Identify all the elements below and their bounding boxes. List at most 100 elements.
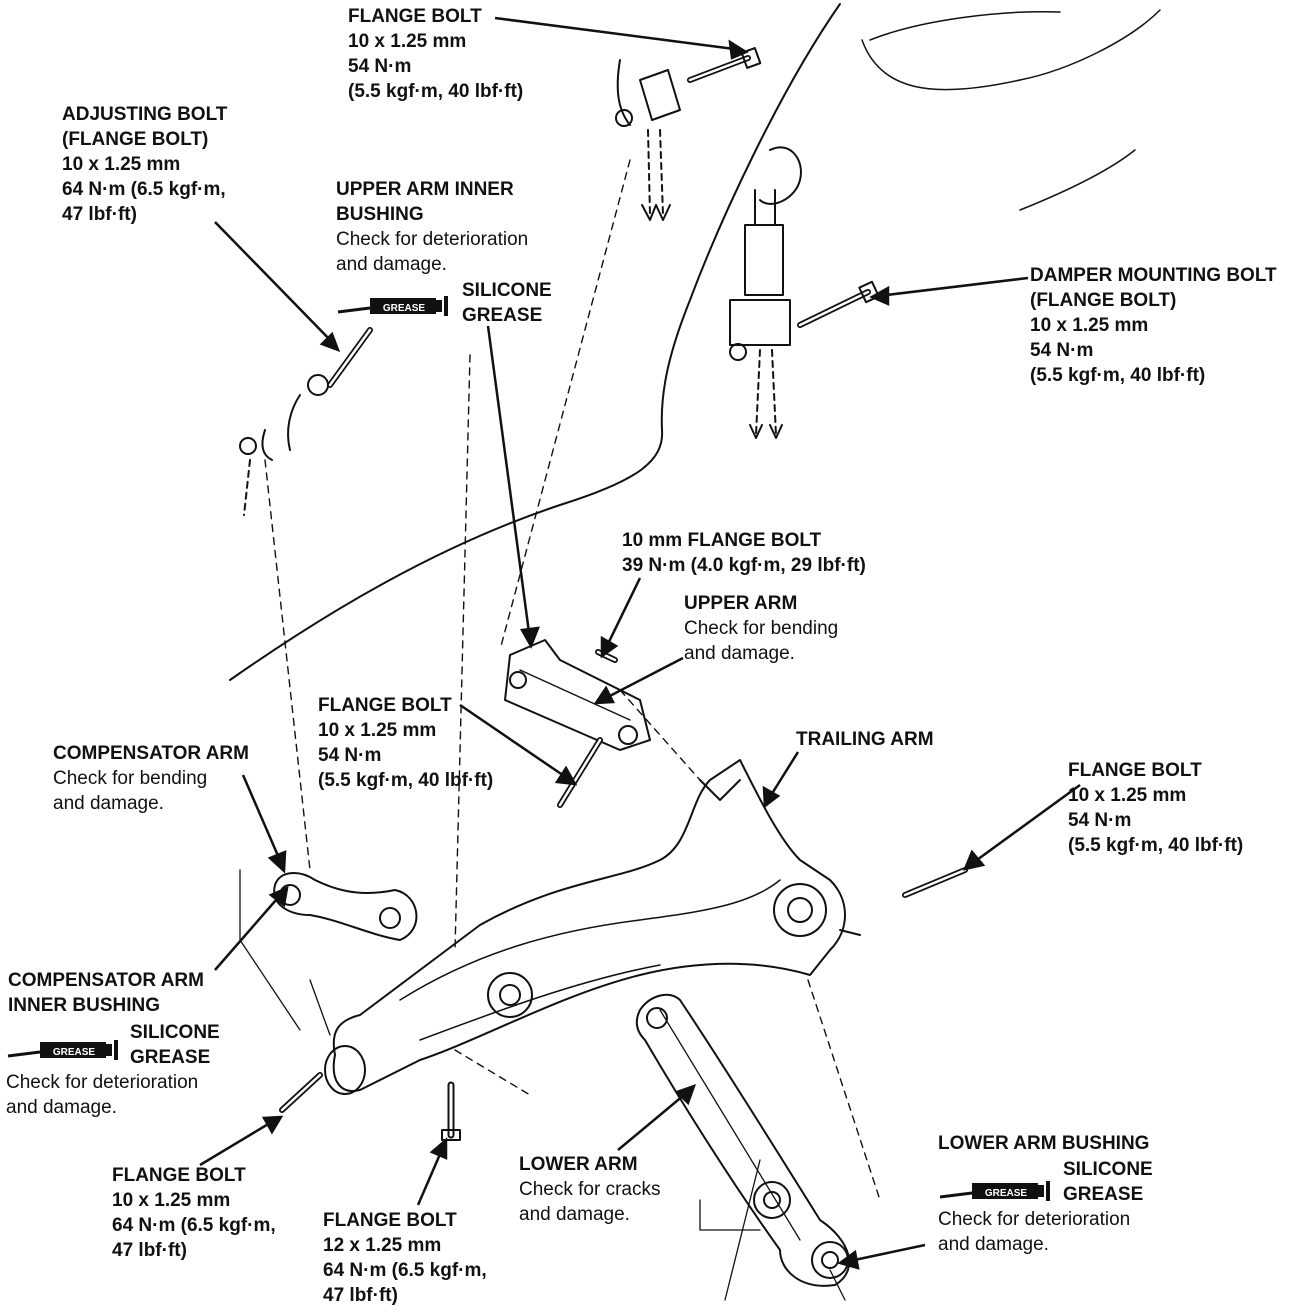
mid-flange-bolt-callout: FLANGE BOLT 10 x 1.25 mm 54 N·m (5.5 kgf… bbox=[318, 693, 493, 793]
right-flange-bolt-title: FLANGE BOLT bbox=[1068, 760, 1202, 781]
compensator-arm-title: COMPENSATOR ARM bbox=[53, 743, 249, 764]
adjusting-bolt-torque: 64 N·m (6.5 kgf·m, bbox=[62, 179, 226, 200]
adjusting-bolt-callout: ADJUSTING BOLT (FLANGE BOLT) 10 x 1.25 m… bbox=[62, 102, 227, 227]
lower-arm-bushing-note-line2: and damage. bbox=[938, 1234, 1049, 1255]
mid-flange-bolt-size: 10 x 1.25 mm bbox=[318, 720, 437, 741]
silicone-grease-2-line1: SILICONE bbox=[130, 1022, 220, 1043]
mid-flange-bolt bbox=[557, 737, 603, 808]
body-panel-outline bbox=[229, 3, 1161, 681]
grease-tube-icon: GREASE bbox=[6, 1036, 126, 1062]
top-flange-bolt-title: FLANGE BOLT bbox=[348, 6, 482, 27]
grease-tag-2: GREASE bbox=[53, 1047, 96, 1058]
bottom-left-flange-bolt-size: 10 x 1.25 mm bbox=[112, 1190, 231, 1211]
upper-arm-note2: and damage. bbox=[684, 643, 795, 664]
lower-arm-bushing-grease-line1: SILICONE bbox=[1063, 1159, 1153, 1180]
top-flange-bolt-callout: FLANGE BOLT 10 x 1.25 mm 54 N·m (5.5 kgf… bbox=[348, 4, 523, 104]
upper-arm-inner-bushing-note2: and damage. bbox=[336, 254, 447, 275]
top-flange-bolt-torque-alt: (5.5 kgf·m, 40 lbf·ft) bbox=[348, 81, 524, 102]
upper-arm-inner-bushing-callout: UPPER ARM INNER BUSHING Check for deteri… bbox=[336, 177, 528, 277]
compensator-arm bbox=[239, 869, 418, 1036]
damper-mounting-bolt-callout: DAMPER MOUNTING BOLT (FLANGE BOLT) 10 x … bbox=[1030, 263, 1277, 388]
upper-arm-inner-bushing-title: UPPER ARM INNER bbox=[336, 179, 514, 200]
right-flange-bolt bbox=[902, 867, 968, 898]
damper-mounting-bolt bbox=[797, 280, 880, 328]
top-bracket bbox=[615, 47, 762, 221]
grease-tube-icon: GREASE bbox=[938, 1177, 1058, 1203]
right-flange-bolt-torque: 54 N·m bbox=[1068, 810, 1132, 831]
trailing-arm-callout: TRAILING ARM bbox=[796, 727, 934, 752]
trailing-arm-title: TRAILING ARM bbox=[796, 729, 934, 750]
adjusting-bolt-subtitle: (FLANGE BOLT) bbox=[62, 129, 209, 150]
compensator-bushing-note-line1: Check for deterioration bbox=[6, 1072, 199, 1093]
silicone-grease-1-line2: GREASE bbox=[462, 305, 543, 326]
damper-mounting-bolt-title: DAMPER MOUNTING BOLT bbox=[1030, 265, 1277, 286]
right-flange-bolt-callout: FLANGE BOLT 10 x 1.25 mm 54 N·m (5.5 kgf… bbox=[1068, 758, 1243, 858]
upper-arm-inner-bushing-title2: BUSHING bbox=[336, 204, 424, 225]
ten-mm-flange-bolt-callout: 10 mm FLANGE BOLT 39 N·m (4.0 kgf·m, 29 … bbox=[622, 528, 866, 578]
lower-arm-note: Check for cracks bbox=[519, 1179, 661, 1200]
mid-flange-bolt-title: FLANGE BOLT bbox=[318, 695, 452, 716]
mid-flange-bolt-torque: 54 N·m bbox=[318, 745, 382, 766]
silicone-grease-1-line1: SILICONE bbox=[462, 280, 552, 301]
compensator-bushing-note-line2: and damage. bbox=[6, 1097, 117, 1118]
compensator-arm-note: Check for bending bbox=[53, 768, 208, 789]
lower-arm-bushing-note-line1: Check for deterioration bbox=[938, 1209, 1131, 1230]
damper-mounting-bolt-torque: 54 N·m bbox=[1030, 340, 1094, 361]
damper-mounting-bolt-subtitle: (FLANGE BOLT) bbox=[1030, 290, 1177, 311]
lower-arm-bushing-callout: LOWER ARM BUSHING bbox=[938, 1131, 1149, 1156]
lower-arm-title: LOWER ARM bbox=[519, 1154, 638, 1175]
grease-tag-3: GREASE bbox=[985, 1188, 1028, 1199]
compensator-arm-callout: COMPENSATOR ARM Check for bending and da… bbox=[53, 741, 249, 816]
right-flange-bolt-torque-alt: (5.5 kgf·m, 40 lbf·ft) bbox=[1068, 835, 1244, 856]
top-flange-bolt-torque: 54 N·m bbox=[348, 56, 412, 77]
adjusting-bolt-assembly bbox=[239, 327, 373, 516]
upper-arm-callout: UPPER ARM Check for bending and damage. bbox=[684, 591, 838, 666]
silicone-grease-2-line2: GREASE bbox=[130, 1047, 211, 1068]
top-flange-bolt-size: 10 x 1.25 mm bbox=[348, 31, 467, 52]
damper-mounting-bolt-size: 10 x 1.25 mm bbox=[1030, 315, 1149, 336]
damper bbox=[729, 146, 802, 439]
compensator-bushing-note: Check for deterioration and damage. bbox=[6, 1070, 198, 1120]
bottom-left-flange-bolt-torque: 64 N·m (6.5 kgf·m, bbox=[112, 1215, 276, 1236]
ten-mm-flange-bolt-title: 10 mm FLANGE BOLT bbox=[622, 530, 822, 551]
lower-arm-note2: and damage. bbox=[519, 1204, 630, 1225]
leader-arrows bbox=[199, 16, 1081, 1270]
bottom-left-flange-bolt-title: FLANGE BOLT bbox=[112, 1165, 246, 1186]
lower-arm-bushing-note: Check for deterioration and damage. bbox=[938, 1207, 1130, 1257]
compensator-arm-inner-bushing-callout: COMPENSATOR ARM INNER BUSHING bbox=[8, 968, 204, 1018]
silicone-grease-1-callout: SILICONE GREASE bbox=[462, 278, 552, 328]
ten-mm-flange-bolt-torque: 39 N·m (4.0 kgf·m, 29 lbf·ft) bbox=[622, 555, 866, 576]
upper-arm bbox=[504, 639, 651, 751]
lower-arm-bushing-grease-line2: GREASE bbox=[1063, 1184, 1144, 1205]
mid-flange-bolt-torque-alt: (5.5 kgf·m, 40 lbf·ft) bbox=[318, 770, 494, 791]
bottom-mid-flange-bolt-torque: 64 N·m (6.5 kgf·m, bbox=[323, 1260, 487, 1281]
bottom-mid-flange-bolt-torque-alt: 47 lbf·ft) bbox=[323, 1285, 398, 1306]
compensator-arm-inner-bushing-title: COMPENSATOR ARM bbox=[8, 970, 204, 991]
adjusting-bolt-title: ADJUSTING BOLT bbox=[62, 104, 228, 125]
grease-tube-icon: GREASE bbox=[336, 292, 456, 318]
adjusting-bolt-torque-alt: 47 lbf·ft) bbox=[62, 204, 137, 225]
bottom-left-flange-bolt-torque-alt: 47 lbf·ft) bbox=[112, 1240, 187, 1261]
right-flange-bolt-size: 10 x 1.25 mm bbox=[1068, 785, 1187, 806]
compensator-arm-note2: and damage. bbox=[53, 793, 164, 814]
compensator-arm-inner-bushing-title2: INNER BUSHING bbox=[8, 995, 161, 1016]
lower-arm-callout: LOWER ARM Check for cracks and damage. bbox=[519, 1152, 660, 1227]
upper-arm-note: Check for bending bbox=[684, 618, 839, 639]
trailing-arm bbox=[324, 759, 861, 1095]
grease-tag-1: GREASE bbox=[383, 303, 426, 314]
silicone-grease-2-callout: SILICONE GREASE bbox=[130, 1020, 220, 1070]
upper-arm-title: UPPER ARM bbox=[684, 593, 798, 614]
upper-arm-inner-bushing-note: Check for deterioration bbox=[336, 229, 529, 250]
damper-mounting-bolt-torque-alt: (5.5 kgf·m, 40 lbf·ft) bbox=[1030, 365, 1206, 386]
lower-flange-bolts bbox=[279, 1072, 461, 1141]
bottom-left-flange-bolt-callout: FLANGE BOLT 10 x 1.25 mm 64 N·m (6.5 kgf… bbox=[112, 1163, 276, 1263]
lower-arm-bushing-grease: SILICONE GREASE bbox=[1063, 1157, 1153, 1207]
adjusting-bolt-size: 10 x 1.25 mm bbox=[62, 154, 181, 175]
bottom-mid-flange-bolt-callout: FLANGE BOLT 12 x 1.25 mm 64 N·m (6.5 kgf… bbox=[323, 1208, 487, 1308]
bottom-mid-flange-bolt-size: 12 x 1.25 mm bbox=[323, 1235, 442, 1256]
lower-arm-bushing-title: LOWER ARM BUSHING bbox=[938, 1133, 1150, 1154]
bottom-mid-flange-bolt-title: FLANGE BOLT bbox=[323, 1210, 457, 1231]
lower-arm bbox=[635, 993, 851, 1301]
